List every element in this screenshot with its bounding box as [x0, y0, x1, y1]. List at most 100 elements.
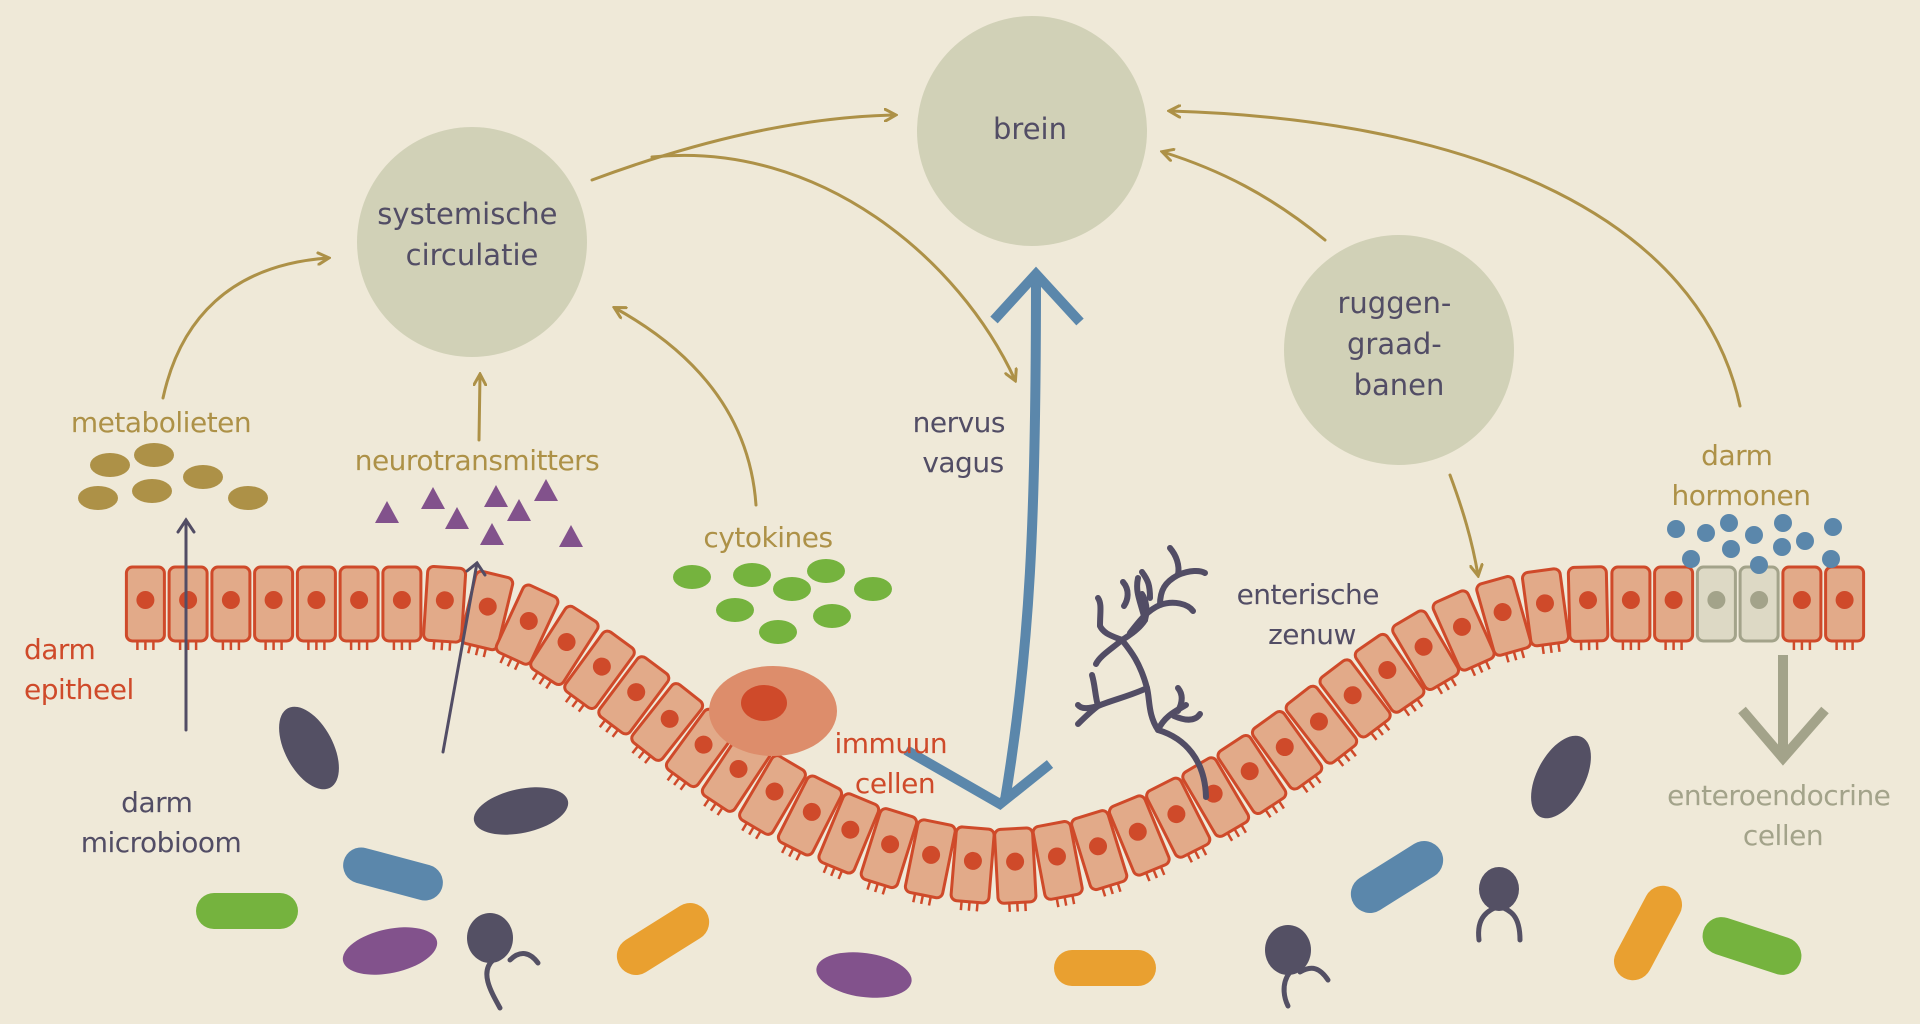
epithelial-cell — [1475, 575, 1533, 663]
microvillus — [605, 724, 613, 733]
microvillus — [1101, 887, 1107, 897]
hormone-particle — [1796, 532, 1814, 550]
cell-nucleus — [557, 633, 576, 652]
bacterium — [1054, 950, 1156, 986]
enteroendocrine-arrow — [1738, 655, 1829, 766]
epithelial-cell — [253, 565, 295, 650]
labels: metabolieten neurotransmitters cytokines… — [24, 406, 1899, 859]
cell-nucleus — [660, 709, 679, 728]
transport-arrows — [176, 517, 487, 754]
hormone-particle — [1822, 550, 1840, 568]
epithelial-cell — [1824, 565, 1866, 650]
hormone-particle — [1824, 518, 1842, 536]
arrow-neurotransmitters-to-circulation — [479, 375, 480, 442]
cell-nucleus — [922, 845, 941, 864]
epithelial-cell — [597, 655, 671, 738]
microvillus — [881, 885, 887, 895]
microvillus — [1470, 667, 1477, 677]
microvillus — [919, 894, 925, 905]
microvillus — [1504, 653, 1510, 663]
vagus-head-down — [903, 745, 1054, 811]
enteroendocrine-cell — [1695, 565, 1737, 643]
flagellated-bacterium — [1265, 925, 1331, 1009]
microvillus — [837, 870, 844, 880]
microvillus — [440, 641, 444, 651]
label-gut-hormones: darm hormonen — [1671, 439, 1810, 512]
epithelial-cell — [1353, 632, 1426, 717]
microvillus — [709, 802, 717, 812]
cell-nucleus — [881, 835, 900, 854]
cell-nucleus — [1006, 852, 1025, 871]
arrow-spinal-to-epithelium — [1448, 473, 1478, 575]
cell-nucleus — [1204, 784, 1223, 803]
neurotransmitter-particle — [445, 507, 469, 529]
epithelial-cell — [1107, 794, 1171, 882]
epithelial-cell — [1284, 684, 1359, 767]
label-enteroendocrine-cells: enteroendocrine cellen — [1667, 779, 1899, 852]
microvillus — [1144, 872, 1151, 882]
label-enteric-nerve: enterische zenuw — [1237, 578, 1388, 651]
epithelial-cell — [338, 565, 380, 650]
microvillus — [1226, 832, 1234, 842]
microvillus — [564, 694, 573, 703]
cytokine-particle — [673, 565, 711, 589]
microvillus — [499, 654, 506, 664]
bacterium — [196, 893, 298, 929]
systemic-circulation-node: systemische circulatie — [357, 127, 587, 357]
neurotransmitter-particle — [534, 479, 558, 501]
microvillus — [1403, 707, 1411, 717]
epithelial-cell — [1250, 710, 1324, 794]
epithelial-cell — [1781, 565, 1823, 650]
microvillus — [1233, 828, 1241, 838]
microvillus — [1477, 663, 1484, 674]
cell-nucleus — [1493, 603, 1512, 622]
metabolite-particle — [78, 486, 118, 510]
microvillus — [1343, 753, 1351, 762]
label-vagus: nervus vagus — [913, 406, 1014, 479]
metabolite-particle — [90, 453, 130, 477]
microvillus — [474, 646, 480, 656]
epithelial-cell — [776, 774, 844, 861]
arrow-hormones-to-brain — [1170, 111, 1742, 408]
epithelial-cell — [381, 565, 423, 650]
cell-nucleus — [729, 759, 748, 778]
microvillus — [679, 781, 687, 791]
cell-nucleus — [963, 851, 982, 870]
microvillus — [1557, 642, 1561, 652]
cell-nucleus — [1089, 837, 1108, 856]
cell-nucleus — [592, 657, 611, 676]
bacterium — [1531, 735, 1591, 819]
epithelial-cell — [1520, 567, 1571, 655]
cell-nucleus — [519, 611, 538, 630]
microvillus — [795, 851, 802, 861]
epithelial-cell — [210, 565, 252, 650]
microvillus — [748, 826, 755, 836]
microvillus — [1484, 660, 1491, 670]
epithelial-cell — [529, 604, 600, 690]
microvillus — [1116, 882, 1122, 893]
hormone-particle — [1667, 520, 1685, 538]
microvillus — [927, 896, 933, 906]
vagus-nerve-arrow — [903, 266, 1084, 811]
epithelial-cell — [1566, 565, 1610, 651]
hormone-particle — [1682, 550, 1700, 568]
microvillus — [1520, 648, 1526, 659]
neurotransmitter-particle — [484, 485, 508, 507]
arrow-spinal-to-brain — [1163, 152, 1327, 242]
epithelial-cell — [859, 807, 919, 895]
microvillus — [1307, 779, 1316, 789]
enteroendocrine-cell — [1738, 565, 1780, 643]
cell-nucleus — [1750, 591, 1769, 609]
microvillus — [1271, 804, 1279, 814]
cell-nucleus — [765, 782, 784, 801]
microvillus — [830, 867, 836, 877]
flagellated-bacterium — [1476, 867, 1523, 943]
epithelial-cell — [167, 565, 209, 650]
neurotransmitters-cluster — [375, 479, 583, 547]
arrow-circulation-to-brain — [590, 115, 895, 182]
microvillus — [873, 883, 880, 893]
cell-nucleus — [1240, 762, 1259, 781]
cell-nucleus — [841, 820, 860, 839]
microvillus — [432, 640, 436, 650]
bacterium — [1702, 917, 1802, 975]
